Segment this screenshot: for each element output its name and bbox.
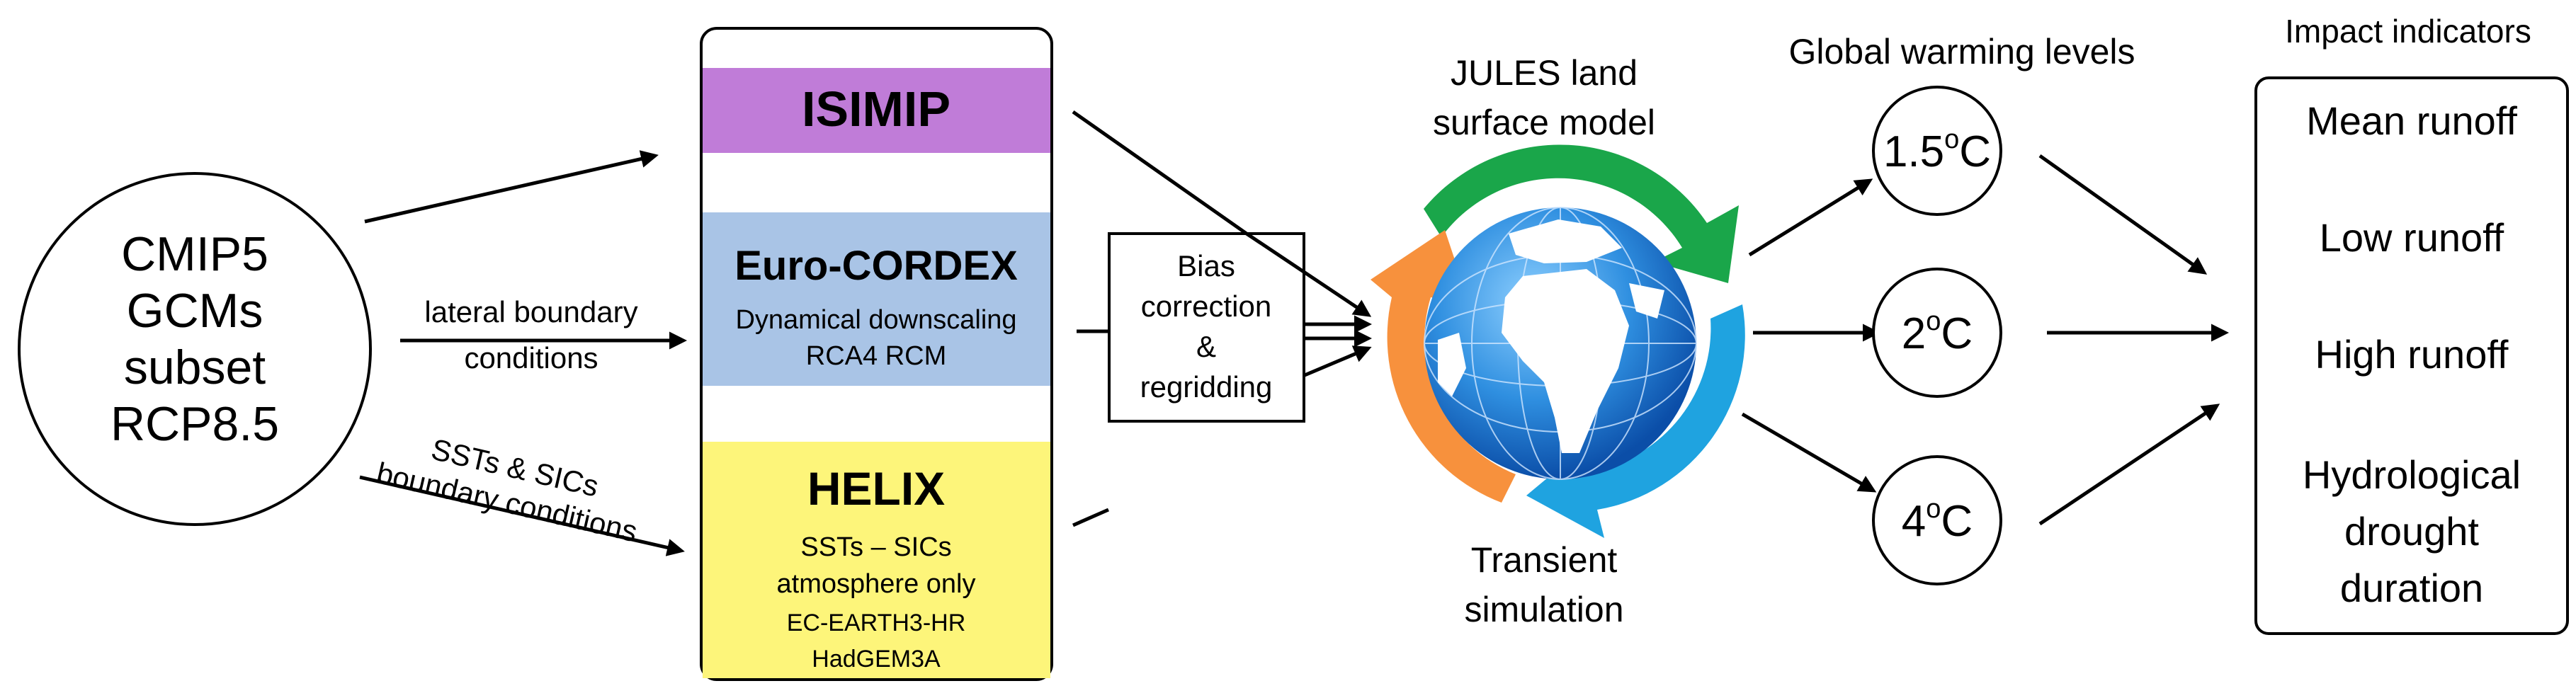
gwl-node-4: 4oC <box>1872 455 2002 585</box>
line-helix-out <box>1072 508 1110 527</box>
impact-item-drought-3: duration <box>2340 566 2483 610</box>
arrow-bias-to-globe-4 <box>1304 345 1372 377</box>
arrow-cmip5-to-helix <box>359 475 685 556</box>
rcm-box: ISIMIP Euro-CORDEX Dynamical downscaling… <box>700 27 1053 681</box>
bias-line-2: correction <box>1141 290 1271 323</box>
arrow-4-to-impact <box>2038 404 2220 526</box>
arrow-cyan-icon <box>1526 304 1745 538</box>
bias-line-4: regridding <box>1140 370 1273 404</box>
gwl-node-1p5: 1.5oC <box>1872 86 2002 216</box>
bias-line-1: Bias <box>1177 249 1235 282</box>
arrow-bias-to-globe-1 <box>1245 231 1372 317</box>
transient-line-1: Transient <box>1471 540 1618 580</box>
cmip5-line-4: RCP8.5 <box>110 397 279 451</box>
arrow-cmip5-to-isimip <box>364 150 659 224</box>
cordex-line-1: Dynamical downscaling <box>735 305 1016 335</box>
helix-model-2: HadGEM3A <box>812 646 941 673</box>
cordex-line-2: RCA4 RCM <box>806 341 946 371</box>
arrow-1p5-to-impact <box>2038 154 2208 275</box>
africa-shape <box>1502 269 1629 453</box>
isimip-band <box>703 68 1050 153</box>
ssts-label: SSTs & SICs boundary conditions <box>373 433 640 549</box>
cordex-band <box>703 212 1050 386</box>
gwl-label-1p5: 1.5oC <box>1883 125 1991 176</box>
transient-line-2: simulation <box>1464 590 1623 629</box>
helix-band <box>703 442 1050 678</box>
impact-item-drought-1: Hydrological <box>2303 452 2521 497</box>
cmip5-node: CMIP5 GCMs subset RCP8.5 <box>18 172 372 526</box>
impact-item-drought-2: drought <box>2344 509 2479 554</box>
arrow-green-icon <box>1424 144 1739 283</box>
arabia-shape <box>1629 283 1664 319</box>
impact-title: Impact indicators <box>2285 13 2531 50</box>
lateral-label-1: lateral boundary <box>424 295 637 328</box>
impact-box: Mean runoff Low runoff High runoff Hydro… <box>2254 76 2569 635</box>
arrow-orange-icon <box>1371 230 1516 503</box>
lateral-label-2: conditions <box>464 341 598 374</box>
cmip5-line-3: subset <box>124 341 266 394</box>
arrow-globe-to-4 <box>1741 412 1877 493</box>
helix-line-2: atmosphere only <box>777 569 976 599</box>
gwl-node-2: 2oC <box>1872 268 2002 398</box>
cmip5-line-1: CMIP5 <box>121 227 268 281</box>
helix-model-1: EC-EARTH3-HR <box>787 610 966 636</box>
globe-graphic <box>1371 144 1745 538</box>
isimip-title: ISIMIP <box>802 81 951 137</box>
helix-line-1: SSTs – SICs <box>800 532 951 562</box>
impact-item-high: High runoff <box>2315 332 2509 377</box>
line-isimip-out <box>1072 110 1248 236</box>
helix-title: HELIX <box>807 462 945 515</box>
bias-line-3: & <box>1196 330 1216 363</box>
europe-shape <box>1509 219 1622 263</box>
impact-item-low: Low runoff <box>2320 215 2504 260</box>
jules-line-1: JULES land <box>1451 53 1638 93</box>
impact-item-mean: Mean runoff <box>2306 98 2517 143</box>
bias-correction-box: Bias correction & regridding <box>1108 232 1305 423</box>
america-edge-shape <box>1438 333 1466 396</box>
cordex-title: Euro-CORDEX <box>734 243 1018 289</box>
jules-line-2: surface model <box>1433 103 1655 142</box>
gwl-title: Global warming levels <box>1788 32 2135 71</box>
gwl-label-2: 2oC <box>1902 307 1973 358</box>
arrow-globe-to-1p5 <box>1748 178 1873 257</box>
cmip5-line-2: GCMs <box>127 284 263 338</box>
gwl-label-4: 4oC <box>1902 494 1973 546</box>
